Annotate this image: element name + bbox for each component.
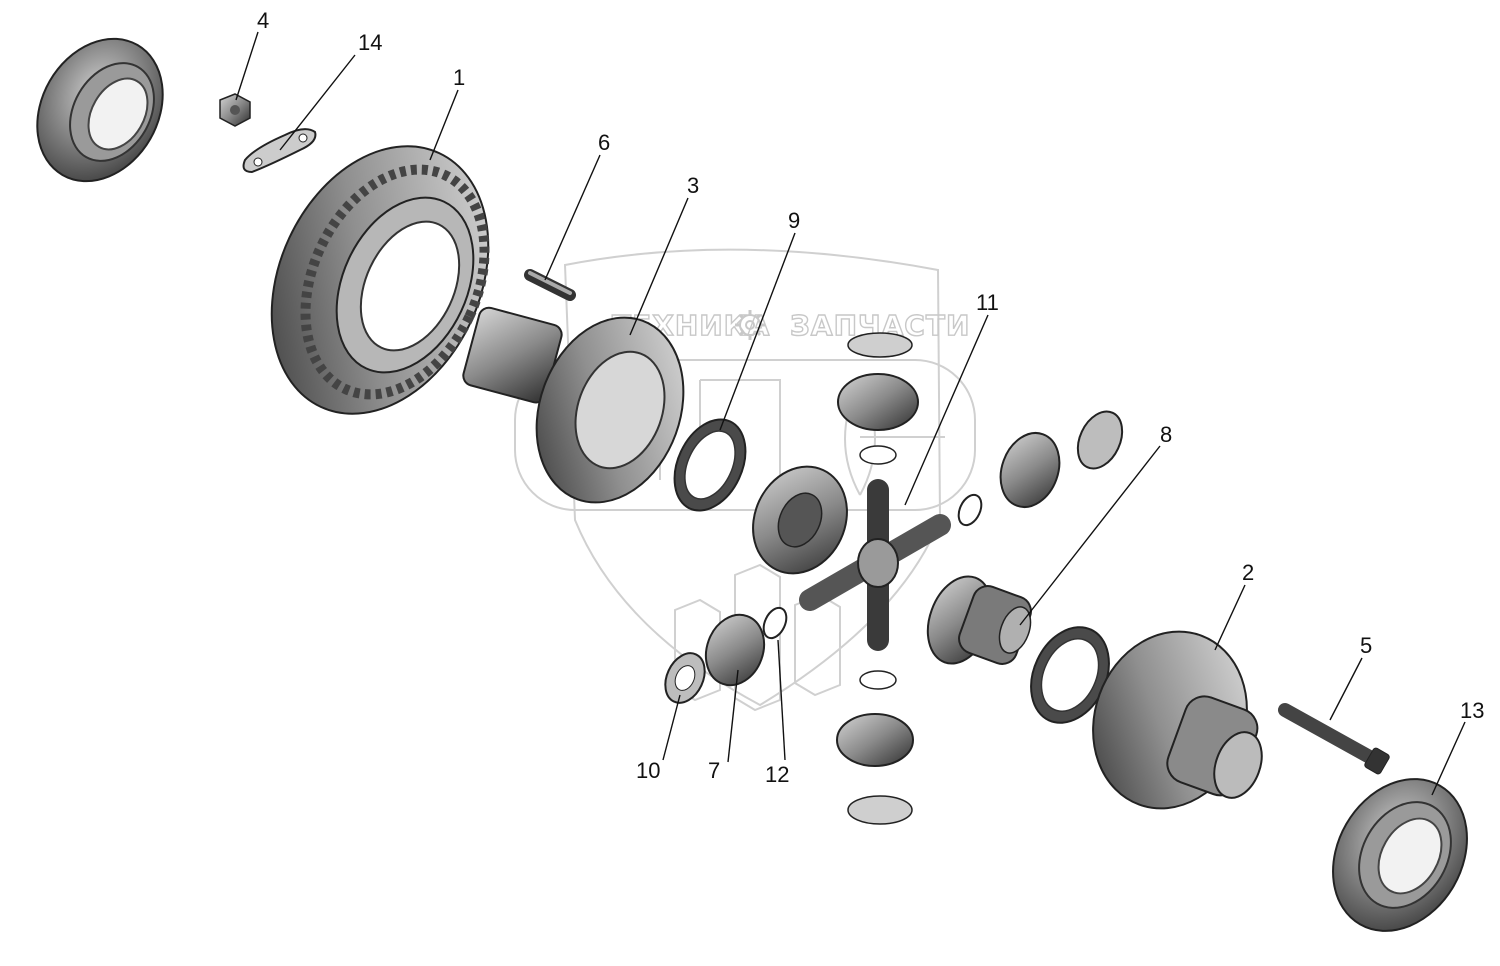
callout-4: 4 bbox=[257, 8, 269, 33]
differential-case-right bbox=[1092, 630, 1263, 810]
washer-10 bbox=[664, 652, 706, 704]
pinion-gear-7 bbox=[704, 613, 766, 687]
callout-11: 11 bbox=[976, 290, 999, 315]
callout-10: 10 bbox=[636, 758, 660, 783]
lock-plate bbox=[242, 128, 317, 174]
callout-8: 8 bbox=[1160, 422, 1172, 447]
pinion-gear-bottom bbox=[836, 670, 914, 825]
side-gear-right bbox=[926, 575, 1032, 665]
leader-lines bbox=[235, 31, 1466, 796]
callout-3: 3 bbox=[687, 173, 699, 198]
bolt bbox=[1278, 703, 1390, 775]
callout-5: 5 bbox=[1360, 633, 1372, 658]
nut bbox=[219, 93, 251, 127]
side-gear-left bbox=[752, 465, 848, 575]
gear-icon bbox=[735, 310, 765, 340]
pinion-gear-top bbox=[837, 332, 919, 465]
pinion-gear-right bbox=[957, 410, 1124, 527]
spider-cross bbox=[799, 479, 951, 651]
callout-numbers: 4 14 1 6 3 9 11 8 2 5 13 10 7 12 bbox=[257, 8, 1484, 787]
watermark-shield bbox=[563, 248, 942, 707]
callout-9: 9 bbox=[788, 208, 800, 233]
bearing-right bbox=[1332, 778, 1468, 932]
callout-7: 7 bbox=[708, 758, 720, 783]
differential-case-left bbox=[462, 306, 685, 504]
ring-gear bbox=[270, 145, 490, 415]
watermark-banner bbox=[514, 359, 976, 511]
callout-2: 2 bbox=[1242, 560, 1254, 585]
pin bbox=[524, 269, 576, 301]
thrust-washer-right bbox=[1030, 626, 1110, 724]
bearing-left bbox=[36, 37, 164, 183]
callout-12: 12 bbox=[765, 762, 789, 787]
callout-6: 6 bbox=[598, 130, 610, 155]
thrust-washer-9 bbox=[673, 418, 747, 512]
callout-13: 13 bbox=[1460, 698, 1484, 723]
callout-14: 14 bbox=[358, 30, 382, 55]
callout-1: 1 bbox=[453, 65, 465, 90]
ring-12 bbox=[762, 606, 788, 640]
